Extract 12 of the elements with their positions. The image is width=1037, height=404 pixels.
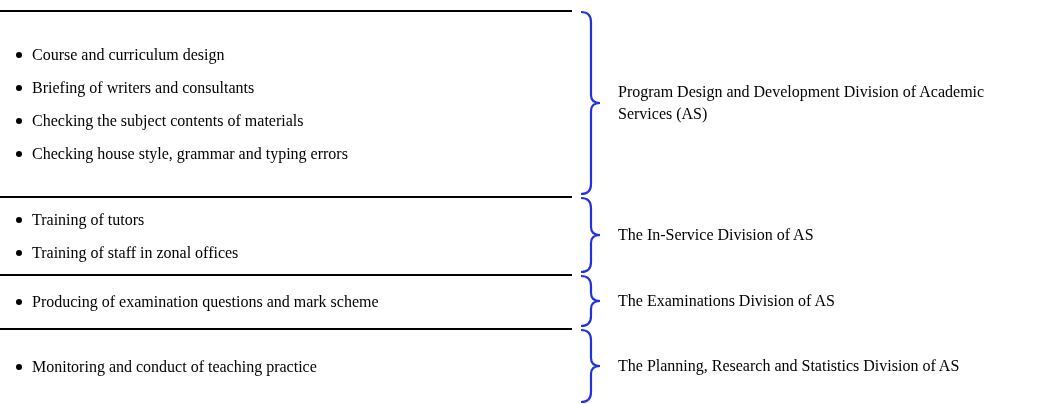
- division-label: The Examinations Division of AS: [618, 291, 836, 311]
- list-item: Monitoring and conduct of teaching practice: [32, 357, 317, 377]
- list-item: Briefing of writers and consultants: [32, 77, 255, 98]
- list-item: Course and curriculum design: [32, 44, 225, 65]
- list-item: Checking house style, grammar and typing errors: [32, 143, 348, 164]
- division-label: The Planning, Research and Statistics Division of AS: [618, 356, 961, 377]
- list-item: Training of staff in zonal offices: [32, 242, 239, 263]
- list-item: Producing of examination questions and mark scheme: [32, 292, 379, 312]
- list-item: Checking the subject contents of materials: [32, 110, 304, 131]
- list-item: Training of tutors: [32, 209, 145, 230]
- division-label: Program Design and Development Division of Academic Services (AS): [618, 82, 986, 125]
- division-label: The In-Service Division of AS: [618, 225, 815, 245]
